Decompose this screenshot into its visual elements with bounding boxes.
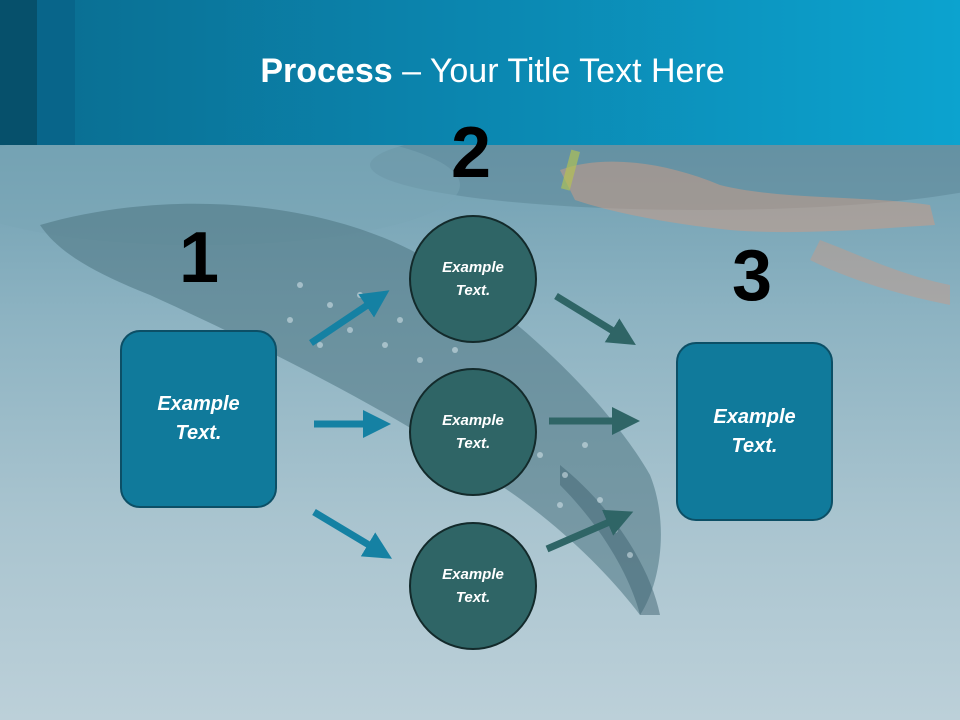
circle-middle-line2: Text. bbox=[455, 435, 491, 452]
circle-bottom-text: Example Text. bbox=[418, 563, 528, 609]
title-bar: Process – Your Title Text Here bbox=[0, 0, 960, 145]
circle-bottom-line2: Text. bbox=[455, 589, 491, 606]
circle-middle-line1: Example bbox=[442, 412, 504, 429]
step-number-3: 3 bbox=[732, 236, 773, 316]
arrow-from-bottom-circle bbox=[545, 509, 634, 553]
title-bold: Process bbox=[260, 52, 393, 90]
circle-bottom: Example Text. bbox=[409, 522, 537, 650]
arrow-to-top-circle bbox=[309, 290, 390, 346]
circle-top-line2: Text. bbox=[455, 282, 491, 299]
arrow-from-top-circle bbox=[554, 293, 636, 345]
circle-bottom-line1: Example bbox=[442, 566, 504, 583]
slide-title: Process – Your Title Text Here bbox=[0, 52, 960, 91]
circle-middle: Example Text. bbox=[409, 368, 537, 496]
arrow-to-bottom-circle bbox=[312, 508, 393, 559]
left-text-box: Example Text. bbox=[120, 330, 277, 508]
header-accent-strip bbox=[0, 0, 37, 145]
right-text-box: Example Text. bbox=[676, 342, 833, 521]
left-box-line1: Example bbox=[157, 393, 240, 415]
circle-top-line1: Example bbox=[442, 259, 504, 276]
header-accent-strip bbox=[37, 0, 75, 145]
circle-middle-text: Example Text. bbox=[418, 409, 528, 455]
right-box-line1: Example bbox=[713, 405, 796, 428]
circle-top-text: Example Text. bbox=[418, 256, 528, 302]
right-box-text: Example Text. bbox=[700, 403, 810, 461]
left-box-line2: Text. bbox=[175, 422, 222, 444]
left-box-text: Example Text. bbox=[144, 390, 254, 448]
step-number-2: 2 bbox=[451, 113, 492, 193]
circle-top: Example Text. bbox=[409, 215, 537, 343]
right-box-line2: Text. bbox=[731, 434, 778, 457]
title-rest: – Your Title Text Here bbox=[392, 52, 725, 90]
step-number-1: 1 bbox=[179, 218, 220, 298]
